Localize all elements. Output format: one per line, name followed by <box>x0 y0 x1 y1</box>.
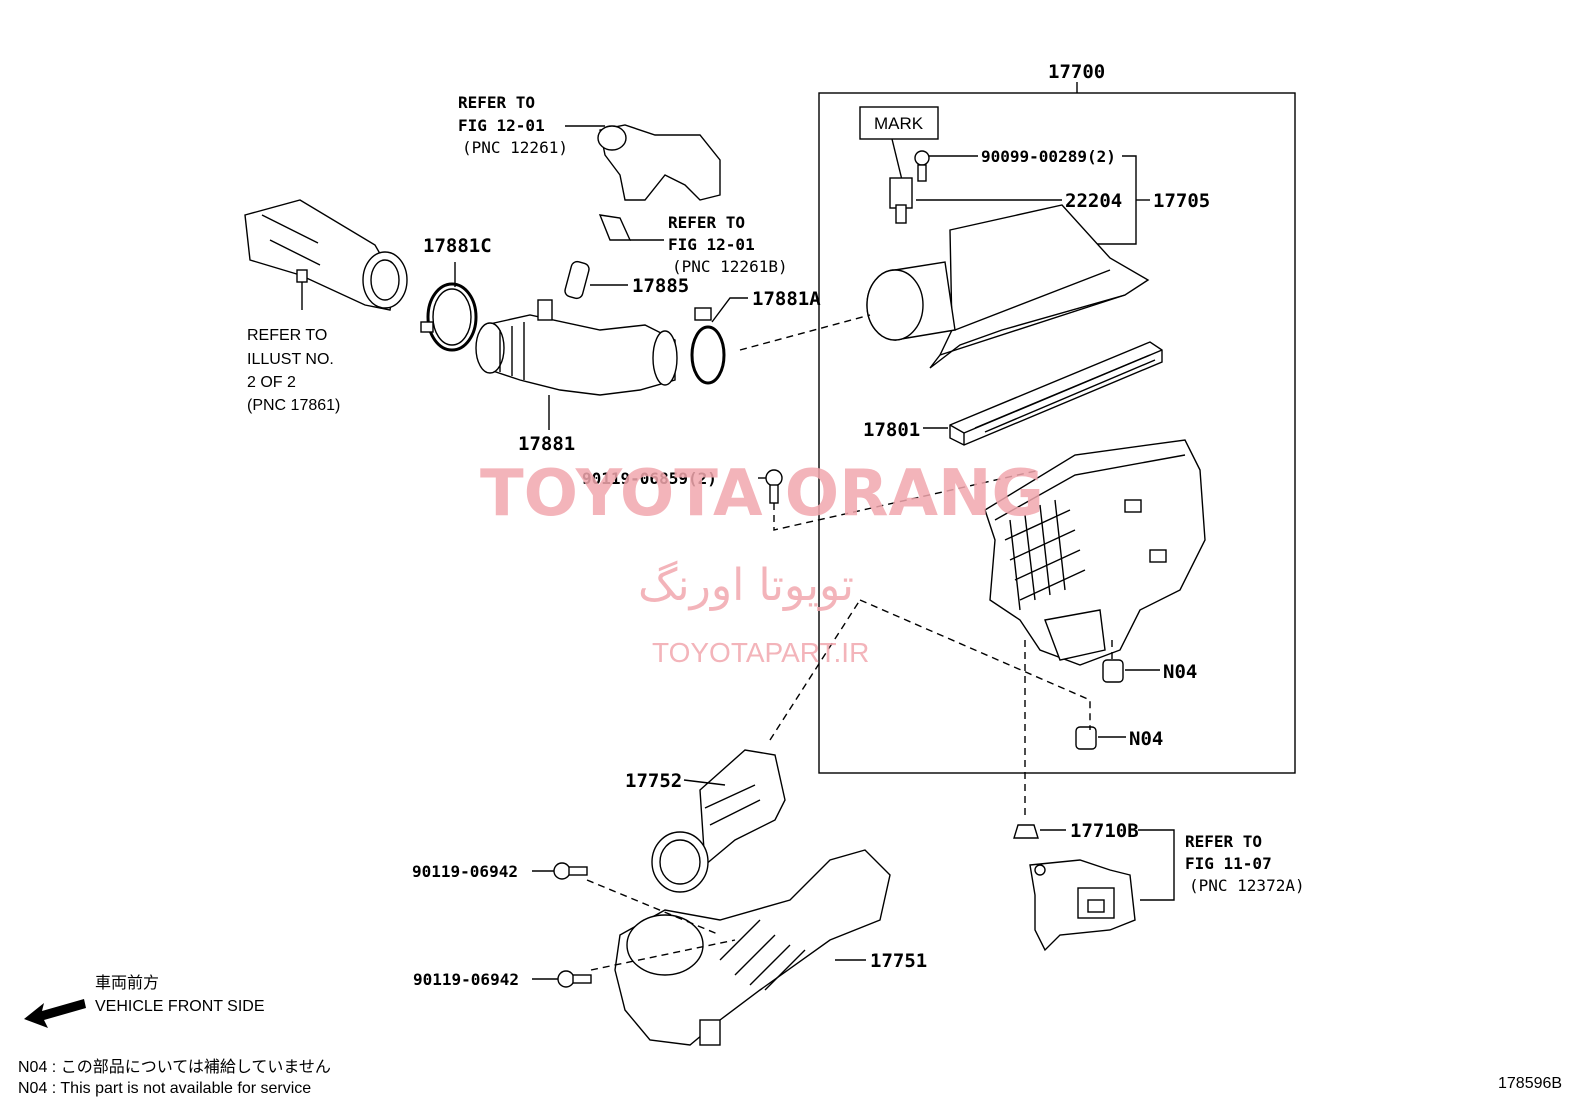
ref3-line1: REFER TO <box>247 327 327 344</box>
label-17881: 17881 <box>518 433 575 455</box>
label-17881a: 17881A <box>752 288 821 310</box>
pcv-hose-part <box>597 124 721 241</box>
label-17885: 17885 <box>632 275 689 297</box>
ref4-line1: REFER TO <box>1185 832 1262 851</box>
label-n04-a: N04 <box>1163 661 1197 683</box>
bolt-90119-06942-b-part <box>557 970 592 988</box>
air-inlet-17752-part <box>651 749 786 893</box>
ref1-line2: FIG 12-01 <box>458 116 545 135</box>
diagram-id: 178596B <box>1498 1075 1562 1092</box>
ref2-line2: FIG 12-01 <box>668 235 755 254</box>
grommet-n04-a-part <box>1102 659 1124 683</box>
label-n04-b: N04 <box>1129 728 1163 750</box>
ref1-line1: REFER TO <box>458 93 535 112</box>
hose-clamp-17881a-part <box>690 307 726 385</box>
watermark-line1: TOYOTA ORANG <box>480 457 1044 531</box>
mark-label: MARK <box>874 114 924 133</box>
front-side-en: VEHICLE FRONT SIDE <box>95 998 265 1015</box>
intake-resonator-left-part <box>244 199 408 311</box>
air-cleaner-lower-case-part <box>984 439 1206 666</box>
vehicle-front-arrow-icon <box>24 999 86 1028</box>
mark-box <box>859 106 939 140</box>
air-inlet-17751-part <box>614 849 891 1046</box>
bracket-part <box>1029 859 1136 952</box>
ref2-line3: (PNC 12261B) <box>672 257 788 276</box>
label-17710b: 17710B <box>1070 820 1139 842</box>
grommet-17710b-part <box>1013 824 1039 839</box>
ref3-line2: ILLUST NO. <box>247 351 334 368</box>
air-cleaner-upper-case-part <box>866 204 1150 369</box>
assembly-box-17700 <box>818 92 1296 774</box>
hose-clamp-17881c-part <box>420 282 478 352</box>
mass-air-flow-sensor-part <box>889 150 930 224</box>
ref2-line1: REFER TO <box>668 213 745 232</box>
label-17752: 17752 <box>625 770 682 792</box>
ref3-line4: (PNC 17861) <box>247 397 340 414</box>
watermark-line2: تویوتا اورنگ <box>638 560 854 611</box>
front-side-jp: 車両前方 <box>95 974 159 992</box>
ref3-line3: 2 OF 2 <box>247 374 296 391</box>
label-17751: 17751 <box>870 950 927 972</box>
label-90099-00289: 90099-00289(2) <box>981 147 1116 166</box>
label-90119-06942-a: 90119-06942 <box>412 862 518 881</box>
ref4-line3: (PNC 12372A) <box>1189 876 1305 895</box>
ref1-line3: (PNC 12261) <box>462 138 568 157</box>
label-22204: 22204 <box>1065 190 1122 212</box>
footnote-jp: N04 : この部品については補給していません <box>18 1058 331 1076</box>
air-filter-element-part <box>949 341 1163 446</box>
label-17700: 17700 <box>1048 61 1105 83</box>
air-cleaner-hose-17881-part <box>475 299 678 396</box>
label-17801: 17801 <box>863 419 920 441</box>
label-90119-06859: 90119-06859(2) <box>582 469 717 488</box>
footnote-en: N04 : This part is not available for ser… <box>18 1080 311 1097</box>
bolt-90119-06942-a-part <box>553 862 588 880</box>
watermark-line3: TOYOTAPART.IR <box>652 637 869 668</box>
label-17881c: 17881C <box>423 235 492 257</box>
label-17705: 17705 <box>1153 190 1210 212</box>
ref4-line2: FIG 11-07 <box>1185 854 1272 873</box>
hose-17885-part <box>564 260 590 300</box>
label-90119-06942-b: 90119-06942 <box>413 970 519 989</box>
grommet-n04-b-part <box>1075 726 1097 750</box>
